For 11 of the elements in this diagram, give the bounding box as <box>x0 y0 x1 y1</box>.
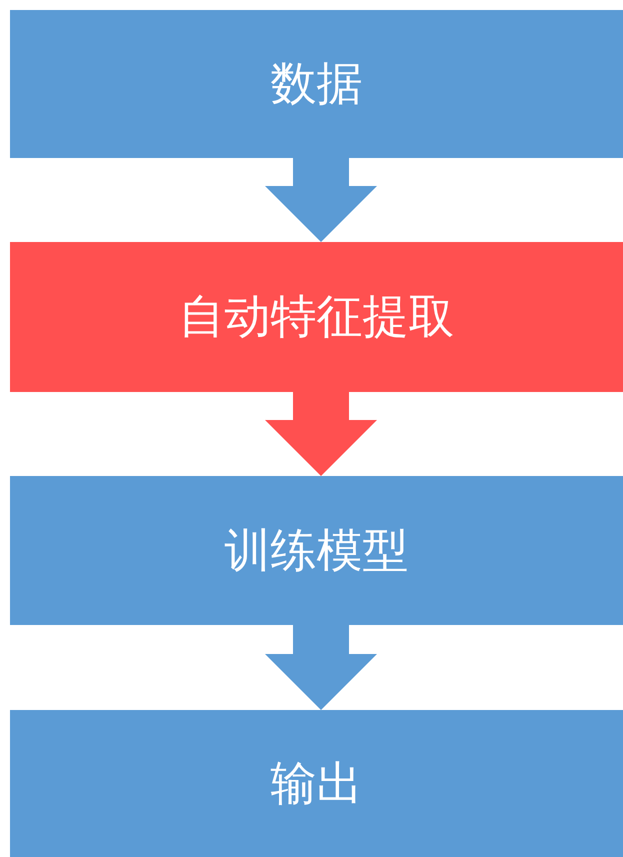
box-label: 输出 <box>270 754 362 812</box>
box-label: 数据 <box>270 55 362 112</box>
process-box <box>10 242 623 392</box>
process-box <box>10 710 623 857</box>
block-arrow <box>265 392 377 476</box>
box-label: 自动特征提取 <box>178 288 454 345</box>
box-label: 训练模型 <box>224 522 408 578</box>
process-box <box>10 10 623 158</box>
block-arrow <box>265 158 377 242</box>
process-box <box>10 476 623 625</box>
block-arrow <box>265 625 377 710</box>
